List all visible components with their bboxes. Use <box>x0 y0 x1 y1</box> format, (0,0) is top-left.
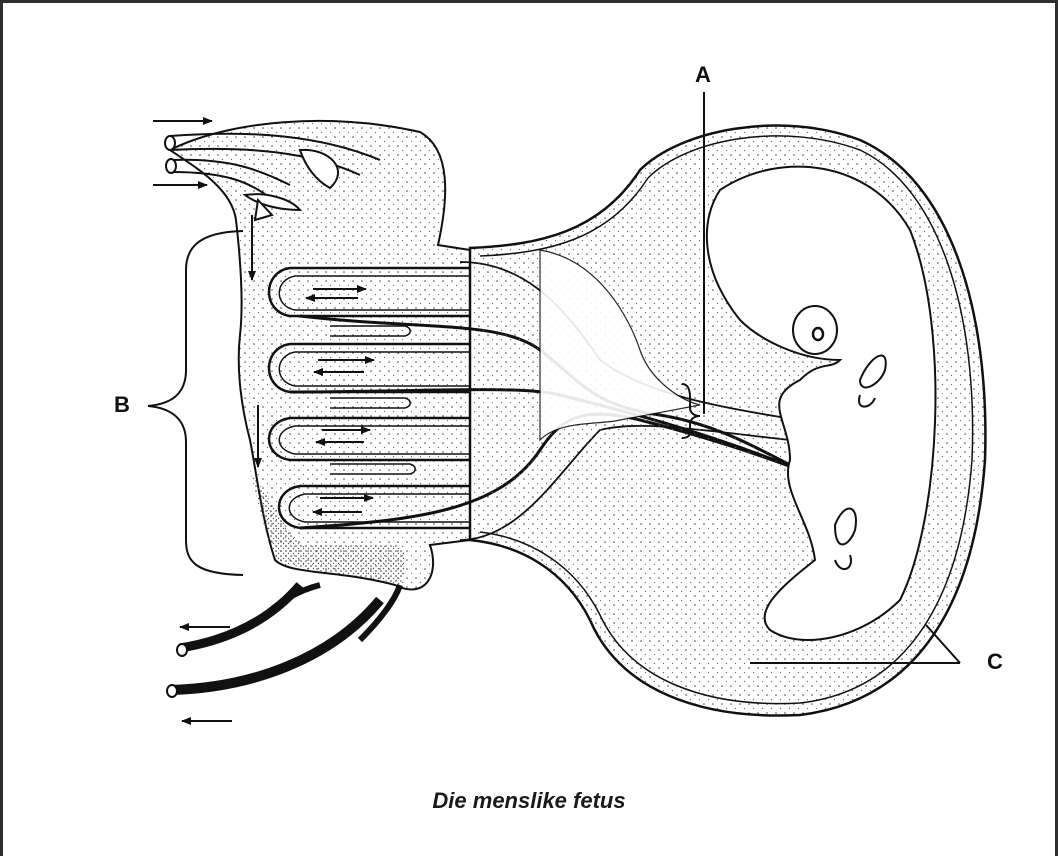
label-c: C <box>987 651 1003 673</box>
maternal-veins <box>167 585 400 697</box>
placenta <box>170 121 470 589</box>
diagram-caption: Die menslike fetus <box>0 788 1058 814</box>
amniotic-sac <box>470 126 985 716</box>
label-a: A <box>695 64 711 86</box>
label-b: B <box>114 394 130 416</box>
